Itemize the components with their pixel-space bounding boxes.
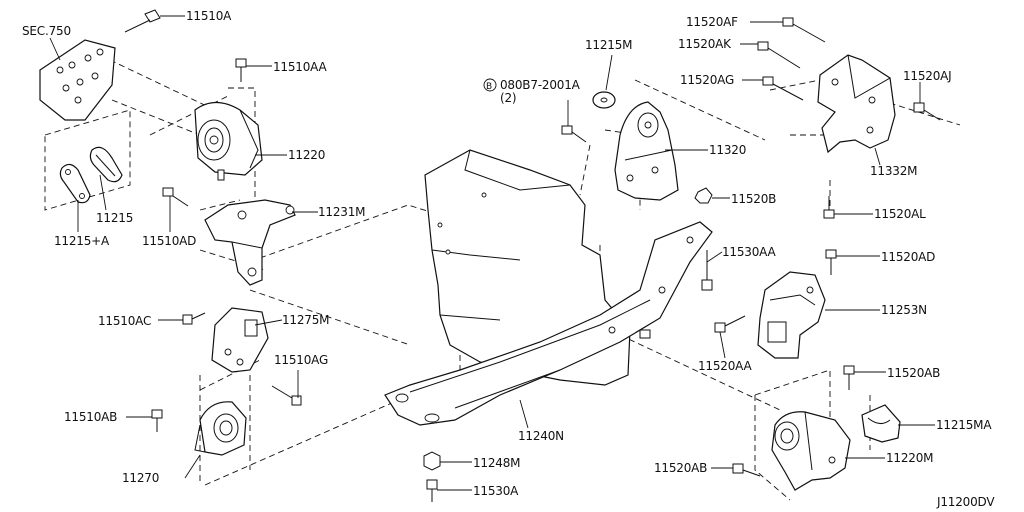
leader-lines [49,15,935,491]
label-11253n: 11253N [881,303,927,317]
label-11510ab: 11510AB [64,410,117,424]
engine-mount-11220 [194,101,263,181]
engine-mount-11320 [614,101,679,201]
label-11332m: 11332M [870,164,917,178]
label-11520aa: 11520AA [698,359,753,373]
label-11220m: 11220M [886,451,933,465]
circled-b-letter: B [486,82,492,92]
crossmember-11240n [384,221,713,426]
label-11215-a: 11215+A [54,234,110,248]
label-11520ag-right: 11520AG [680,73,734,87]
label-11510ac: 11510AC [98,314,151,328]
mount-bracket-11275m [211,307,269,373]
mount-bracket-11231m [204,199,296,286]
engine-mount-11270 [194,401,247,456]
label-11248m: 11248M [473,456,520,470]
label-11520af: 11520AF [686,15,738,29]
label-11520al: 11520AL [874,207,926,221]
engine-mount-11220m [771,411,851,491]
label-11320: 11320 [709,143,746,157]
label-080b7-2001a: 080B7-2001A [500,78,581,92]
label-080b7-quantity: (2) [500,91,516,105]
label-11220: 11220 [288,148,325,162]
part-labels: SEC.750 11510A 11510AA 11220 11215 11215… [22,9,996,509]
label-11270: 11270 [122,471,159,485]
label-11215: 11215 [96,211,133,225]
label-11520ab-bottom: 11520AB [654,461,707,475]
label-11520b: 11520B [731,192,776,206]
label-11520ad: 11520AD [881,250,935,264]
washer-11215m [592,91,616,109]
label-11510a: 11510A [186,9,232,23]
label-11530aa: 11530AA [722,245,777,259]
insulator-11215ma [861,404,901,443]
insulator-pad-11215 [89,146,123,183]
label-11510aa: 11510AA [273,60,328,74]
label-11215m: 11215M [585,38,632,52]
diagram-code: J11200DV [936,495,995,509]
circled-b-mark [483,78,497,92]
label-11520aj: 11520AJ [903,69,952,83]
bolts [124,9,941,502]
label-11231m: 11231M [318,205,365,219]
engine-mount-11253n [757,271,826,359]
label-11215ma: 11215MA [936,418,992,432]
label-11510ad: 11510AD [142,234,196,248]
mount-bracket-11332m [817,54,896,154]
label-11520ab-right: 11520AB [887,366,940,380]
label-11240n: 11240N [518,429,564,443]
insulator-pad-11215-a [59,163,91,204]
label-11275m: 11275M [282,313,329,327]
insulator-pads-frame [44,109,131,211]
label-11530a: 11530A [473,484,519,498]
sec750-bracket-plate [39,39,116,121]
label-11520ak: 11520AK [678,37,732,51]
label-sec750: SEC.750 [22,24,71,38]
label-11510ag: 11510AG [274,353,328,367]
